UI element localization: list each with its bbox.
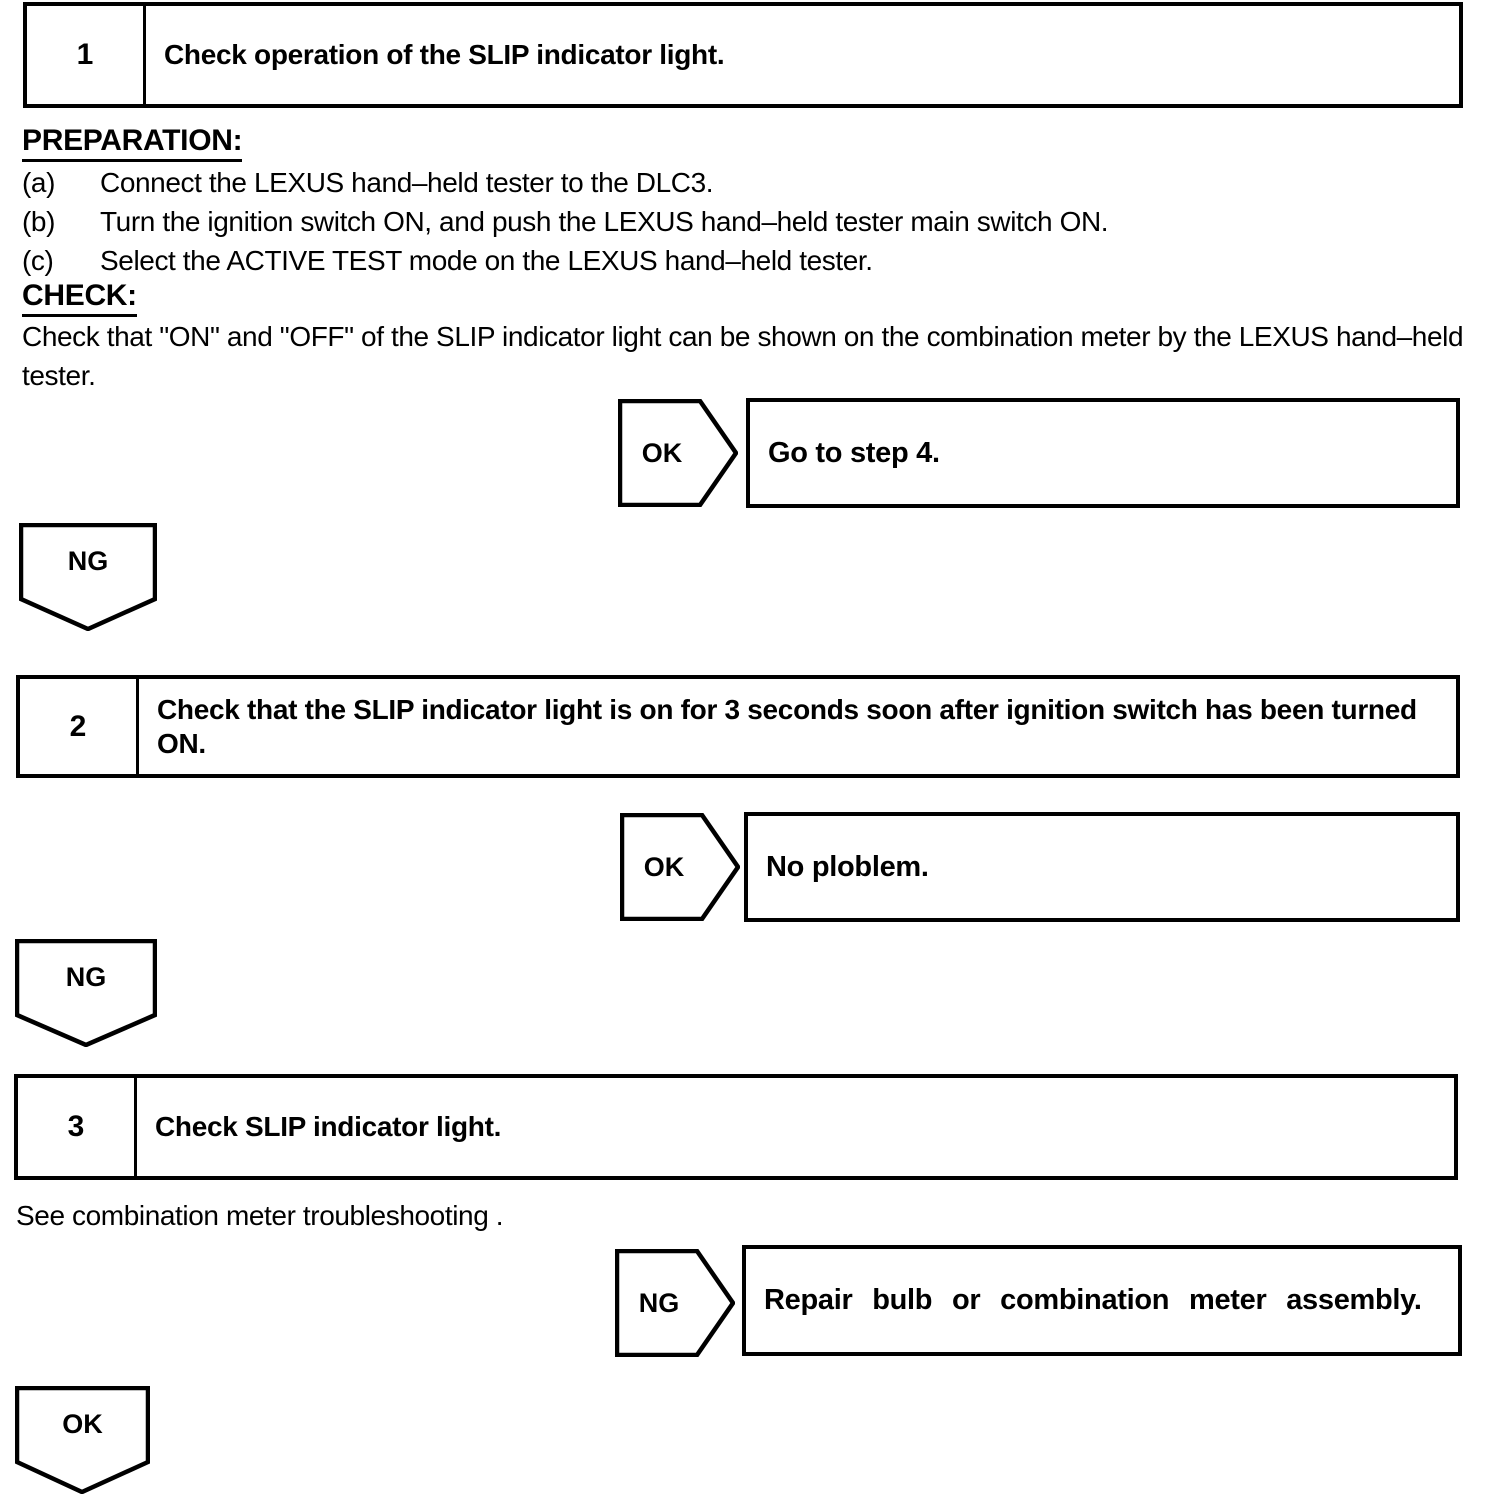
- prep-item-a-label: (a): [22, 167, 56, 198]
- step-3-title: Check SLIP indicator light.: [155, 1111, 502, 1143]
- result-box-2: No ploblem.: [744, 812, 1460, 922]
- ng-connector-3-label: NG: [638, 1287, 680, 1318]
- ng-right-arrow-icon: [615, 1249, 735, 1357]
- ng-connector-2-label: NG: [65, 961, 107, 992]
- check-text: Check that "ON" and "OFF" of the SLIP in…: [22, 321, 1464, 391]
- ok-connector-3-label: OK: [62, 1408, 103, 1439]
- prep-item-c: (c) Select the ACTIVE TEST mode on the L…: [22, 245, 1482, 277]
- ok-connector-3: OK: [15, 1386, 150, 1494]
- step-2-box: 2 Check that the SLIP indicator light is…: [16, 675, 1460, 778]
- result-box-1: Go to step 4.: [746, 398, 1460, 508]
- ok-right-arrow-icon: [620, 813, 740, 921]
- result-box-1-text: Go to step 4.: [768, 436, 940, 469]
- prep-item-a-text: Connect the LEXUS hand–held tester to th…: [100, 167, 714, 198]
- ng-down-arrow-icon: [19, 523, 157, 631]
- step-2-number: 2: [20, 679, 139, 774]
- ok-connector-2-label: OK: [643, 851, 685, 882]
- preparation-heading: PREPARATION:: [22, 124, 243, 162]
- result-box-2-text: No ploblem.: [766, 850, 929, 883]
- ng-connector-1-label: NG: [67, 545, 109, 576]
- step-1-box: 1 Check operation of the SLIP indicator …: [23, 2, 1463, 108]
- ok-connector-1-label: OK: [641, 437, 683, 468]
- ok-connector-2: OK: [620, 813, 740, 921]
- ng-connector-2: NG: [15, 939, 157, 1047]
- check-heading: CHECK:: [22, 279, 137, 317]
- prep-item-b: (b) Turn the ignition switch ON, and pus…: [22, 206, 1482, 238]
- ng-connector-3: NG: [615, 1249, 735, 1357]
- note-text: See combination meter troubleshooting .: [16, 1200, 504, 1231]
- ok-right-arrow-icon: [618, 399, 738, 507]
- prep-item-b-text: Turn the ignition switch ON, and push th…: [100, 206, 1109, 237]
- result-box-3-text: Repair bulb or combination meter assembl…: [764, 1284, 1422, 1316]
- prep-item-c-label: (c): [22, 245, 54, 276]
- step-1-title: Check operation of the SLIP indicator li…: [164, 39, 725, 71]
- step-1-number: 1: [27, 6, 146, 104]
- step-3-box: 3 Check SLIP indicator light.: [14, 1074, 1458, 1180]
- step-2-title: Check that the SLIP indicator light is o…: [157, 694, 1417, 759]
- ok-connector-1: OK: [618, 399, 738, 507]
- prep-item-a: (a) Connect the LEXUS hand–held tester t…: [22, 167, 1482, 199]
- result-box-3: Repair bulb or combination meter assembl…: [742, 1245, 1462, 1356]
- ng-down-arrow-icon: [15, 939, 157, 1047]
- ok-down-arrow-icon: [15, 1386, 150, 1494]
- prep-item-c-text: Select the ACTIVE TEST mode on the LEXUS…: [100, 245, 873, 276]
- ng-connector-1: NG: [19, 523, 157, 631]
- step-3-number: 3: [18, 1078, 137, 1176]
- prep-item-b-label: (b): [22, 206, 56, 237]
